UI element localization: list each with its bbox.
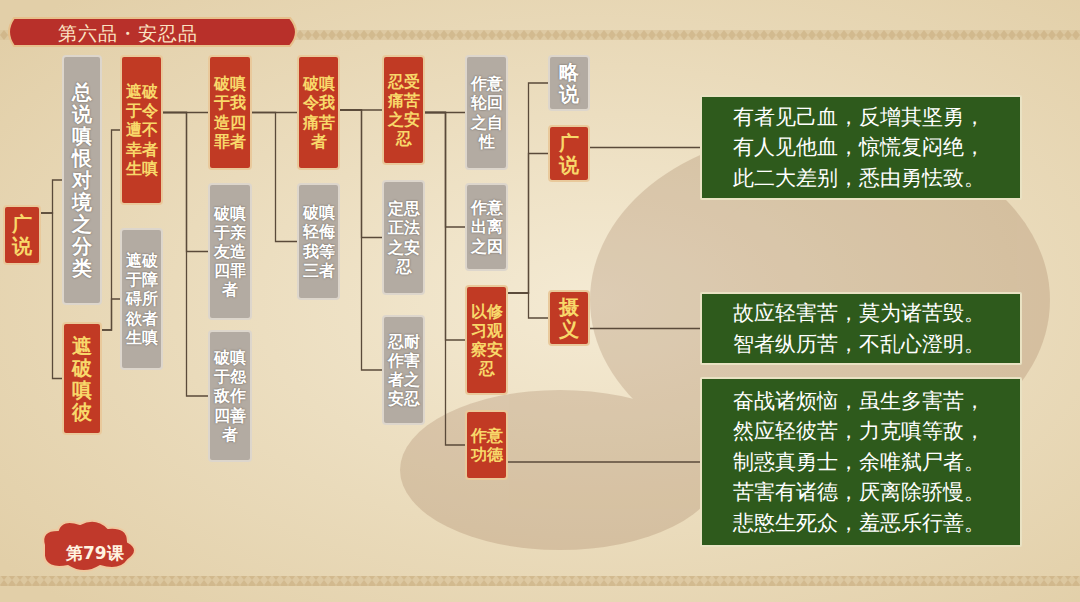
section-title: 第六品・安忍品	[58, 21, 198, 47]
tree-connector	[163, 113, 208, 252]
tree-connector	[508, 154, 548, 294]
outline-box: 总说嗔恨对境之分类	[62, 55, 102, 305]
highlight-outline-box: 忍受痛苦之安忍	[382, 55, 425, 165]
outline-box: 略说	[548, 55, 590, 111]
tree-connector	[102, 299, 120, 330]
outline-label: 破嗔于我造四罪者	[214, 74, 246, 151]
outline-label: 破嗔于亲友造四罪者	[214, 204, 246, 300]
tree-connector	[340, 110, 382, 370]
outline-label: 作意轮回之自性	[471, 74, 503, 151]
highlight-outline-box: 广说	[548, 125, 590, 182]
tree-connector	[590, 147, 700, 148]
tree-connector	[425, 113, 465, 446]
outline-label: 遮破嗔彼	[72, 335, 92, 423]
outline-label: 总说嗔恨对境之分类	[72, 81, 92, 279]
tree-connector	[508, 461, 700, 462]
tree-connector	[102, 130, 120, 330]
outline-label: 破嗔于怨敌作四善者	[214, 348, 246, 444]
outline-box: 定思正法之安忍	[382, 180, 425, 295]
verse-text: 奋战诸烦恼，虽生多害苦， 然应轻彼苦，力克嗔等敌， 制惑真勇士，余唯弑尸者。 苦…	[733, 386, 989, 538]
outline-box: 破嗔于怨敌作四善者	[208, 330, 252, 462]
outline-label: 广说	[559, 132, 579, 176]
highlight-outline-box: 遮破嗔彼	[62, 322, 102, 435]
verse-box: 奋战诸烦恼，虽生多害苦， 然应轻彼苦，力克嗔等敌， 制惑真勇士，余唯弑尸者。 苦…	[700, 377, 1022, 547]
lesson-badge: 第79课	[66, 542, 124, 565]
outline-label: 略说	[559, 61, 579, 105]
highlight-outline-box: 破嗔于我造四罪者	[208, 55, 252, 170]
outline-box: 作意出离之因	[465, 183, 508, 271]
highlight-outline-box: 以修习观察安忍	[465, 285, 508, 395]
outline-label: 遮破于令遭不幸者生嗔	[126, 82, 158, 178]
tree-connector	[508, 83, 548, 293]
outline-label: 作意功德	[471, 426, 503, 464]
highlight-outline-box: 破嗔令我痛苦者	[297, 55, 340, 170]
outline-label: 摄义	[559, 296, 579, 340]
tree-connector	[41, 213, 62, 379]
outline-label: 广说	[12, 213, 32, 257]
verse-text: 有者见己血，反增其坚勇， 有人见他血，惊慌复闷绝， 此二大差别，悉由勇怯致。	[733, 102, 989, 193]
outline-label: 以修习观察安忍	[471, 302, 503, 379]
tree-connector	[508, 293, 548, 318]
tree-connector	[590, 328, 700, 329]
outline-box: 忍耐作害者之安忍	[382, 315, 425, 425]
outline-label: 定思正法之安忍	[388, 199, 420, 276]
highlight-outline-box: 作意功德	[465, 410, 508, 480]
outline-box: 作意轮回之自性	[465, 55, 508, 170]
highlight-outline-box: 遮破于令遭不幸者生嗔	[120, 55, 163, 205]
outline-box: 遮破于障碍所欲者生嗔	[120, 228, 163, 370]
verse-box: 故应轻害苦，莫为诸苦毁。 智者纵历苦，不乱心澄明。	[700, 292, 1022, 365]
outline-label: 忍受痛苦之安忍	[388, 72, 420, 149]
outline-label: 忍耐作害者之安忍	[388, 332, 420, 409]
outline-box: 破嗔于亲友造四罪者	[208, 183, 252, 320]
outline-label: 破嗔轻侮我等三者	[303, 203, 335, 280]
outline-box: 破嗔轻侮我等三者	[297, 183, 340, 300]
highlight-outline-box: 摄义	[548, 290, 590, 346]
outline-label: 破嗔令我痛苦者	[303, 74, 335, 151]
highlight-outline-box: 广说	[3, 205, 41, 265]
verse-text: 故应轻害苦，莫为诸苦毁。 智者纵历苦，不乱心澄明。	[733, 298, 989, 359]
outline-label: 遮破于障碍所欲者生嗔	[126, 251, 158, 347]
tree-connector	[163, 113, 208, 397]
tree-connector	[41, 180, 62, 213]
tree-connector	[252, 113, 297, 242]
verse-box: 有者见己血，反增其坚勇， 有人见他血，惊慌复闷绝， 此二大差别，悉由勇怯致。	[700, 95, 1022, 200]
outline-label: 作意出离之因	[471, 198, 503, 256]
